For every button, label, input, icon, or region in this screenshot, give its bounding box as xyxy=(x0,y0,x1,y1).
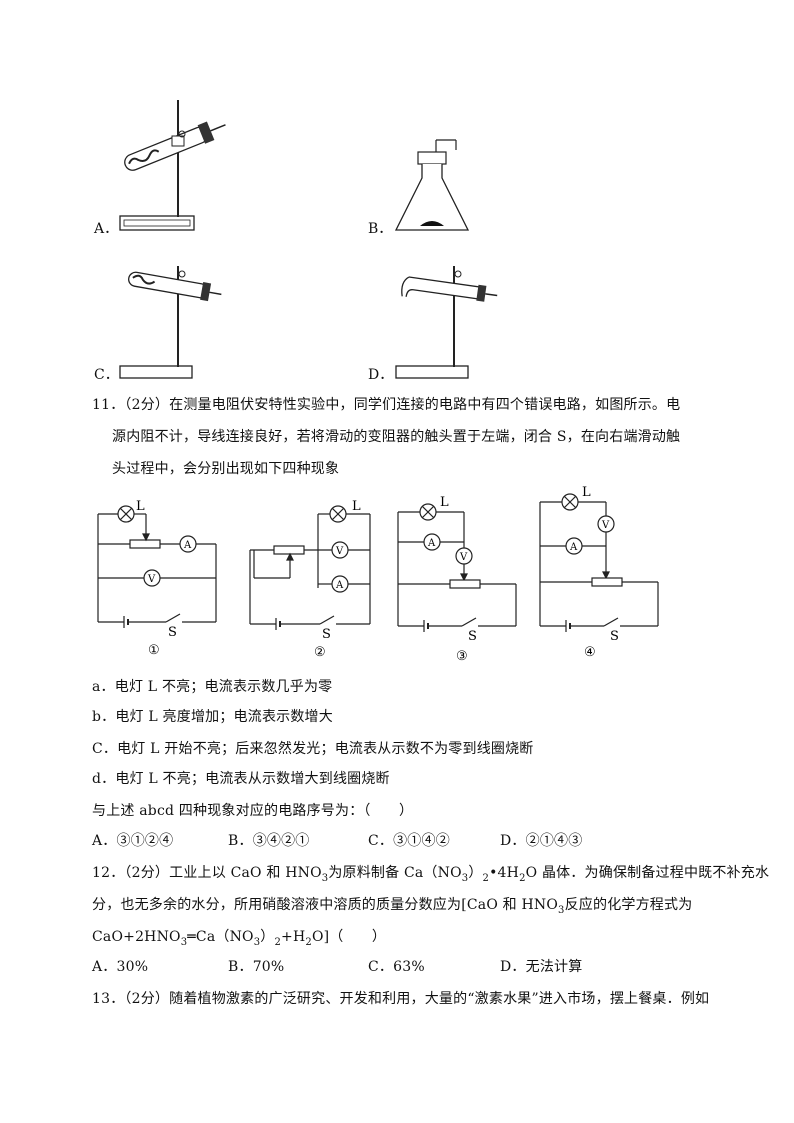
circuit-2-lamp-label: L xyxy=(352,499,361,514)
circuit-3-diagram: L A V S ③ xyxy=(397,495,517,664)
q11-choice-d[interactable]: D．②①④③ xyxy=(500,833,583,849)
circuit-1-switch-label: S xyxy=(168,625,177,640)
q11-line-3: 头过程中，会分别出现如下四种现象 xyxy=(112,461,340,477)
q12-choice-b[interactable]: B．70% xyxy=(228,959,285,975)
circuit-1-number: ① xyxy=(148,643,160,658)
circuit-4-diagram: L V A S ④ xyxy=(539,485,659,660)
circuit-1-lamp-label: L xyxy=(136,499,145,514)
option-b-label: B． xyxy=(368,221,393,237)
circuit-2-number: ② xyxy=(314,645,326,660)
circuit-2-ammeter-label: A xyxy=(335,580,344,591)
q13-line-1: 13．（2分）随着植物激素的广泛研究、开发和利用，大量的“激素水果”进入市场，摆… xyxy=(92,991,710,1007)
circuit-4-voltmeter-label: V xyxy=(601,520,610,531)
q12-choice-c[interactable]: C．63% xyxy=(368,959,425,975)
apparatus-b-figure xyxy=(394,139,470,231)
option-a-label: A． xyxy=(94,221,119,237)
q11-line-1: 11．（2分）在测量电阻伏安特性实验中，同学们连接的电路中有四个错误电路，如图所… xyxy=(92,397,681,413)
phenomenon-c: C．电灯 L 开始不亮；后来忽然发光；电流表从示数不为零到线圈烧断 xyxy=(92,741,534,757)
q12-choice-a[interactable]: A．30% xyxy=(92,959,149,975)
q11-choice-b[interactable]: B．③④②① xyxy=(228,833,310,849)
q11-choice-a[interactable]: A．③①②④ xyxy=(92,833,174,849)
circuit-3-voltmeter-label: V xyxy=(459,552,468,563)
apparatus-c-figure xyxy=(119,266,222,379)
apparatus-d-figure xyxy=(395,266,498,379)
option-d-label: D． xyxy=(368,367,394,383)
circuit-1-ammeter-label: A xyxy=(183,540,192,551)
circuit-1-voltmeter-label: V xyxy=(147,574,156,585)
q12-choice-d[interactable]: D．无法计算 xyxy=(500,959,583,975)
circuit-3-switch-label: S xyxy=(468,629,477,644)
circuit-4-number: ④ xyxy=(584,645,596,660)
circuit-2-switch-label: S xyxy=(322,627,331,642)
q12-line-3: CaO+2HNO3═Ca（NO3）2+H2O]（ ） xyxy=(92,929,387,948)
circuit-3-lamp-label: L xyxy=(440,495,449,510)
circuit-4-switch-label: S xyxy=(610,629,619,644)
q11-line-2: 源内阻不计，导线连接良好，若将滑动的变阻器的触头置于左端，闭合 S，在向右端滑动… xyxy=(112,429,681,445)
circuit-3-number: ③ xyxy=(456,649,468,664)
q11-choice-c[interactable]: C．③①④② xyxy=(368,833,450,849)
apparatus-a-figure xyxy=(119,100,226,231)
phenomenon-a: a．电灯 L 不亮；电流表示数几乎为零 xyxy=(92,679,333,695)
phenomenon-b: b．电灯 L 亮度增加；电流表示数增大 xyxy=(92,709,333,725)
q11-question: 与上述 abcd 四种现象对应的电路序号为：（ ） xyxy=(92,803,414,819)
circuit-4-lamp-label: L xyxy=(582,485,591,500)
q12-line-1: 12．（2分）工业上以 CaO 和 HNO3为原料制备 Ca（NO3）2•4H2… xyxy=(92,865,770,884)
circuit-1-diagram: L A V S ① xyxy=(97,499,217,658)
circuit-3-ammeter-label: A xyxy=(427,538,436,549)
circuit-2-voltmeter-label: V xyxy=(335,546,344,557)
circuit-4-ammeter-label: A xyxy=(569,542,578,553)
circuit-2-diagram: L V A S ② xyxy=(249,499,371,660)
q12-line-2: 分，也无多余的水分，所用硝酸溶液中溶质的质量分数应为[CaO 和 HNO3反应的… xyxy=(92,897,693,916)
option-c-label: C． xyxy=(94,367,119,383)
phenomenon-d: d．电灯 L 不亮；电流表从示数增大到线圈烧断 xyxy=(92,771,390,787)
